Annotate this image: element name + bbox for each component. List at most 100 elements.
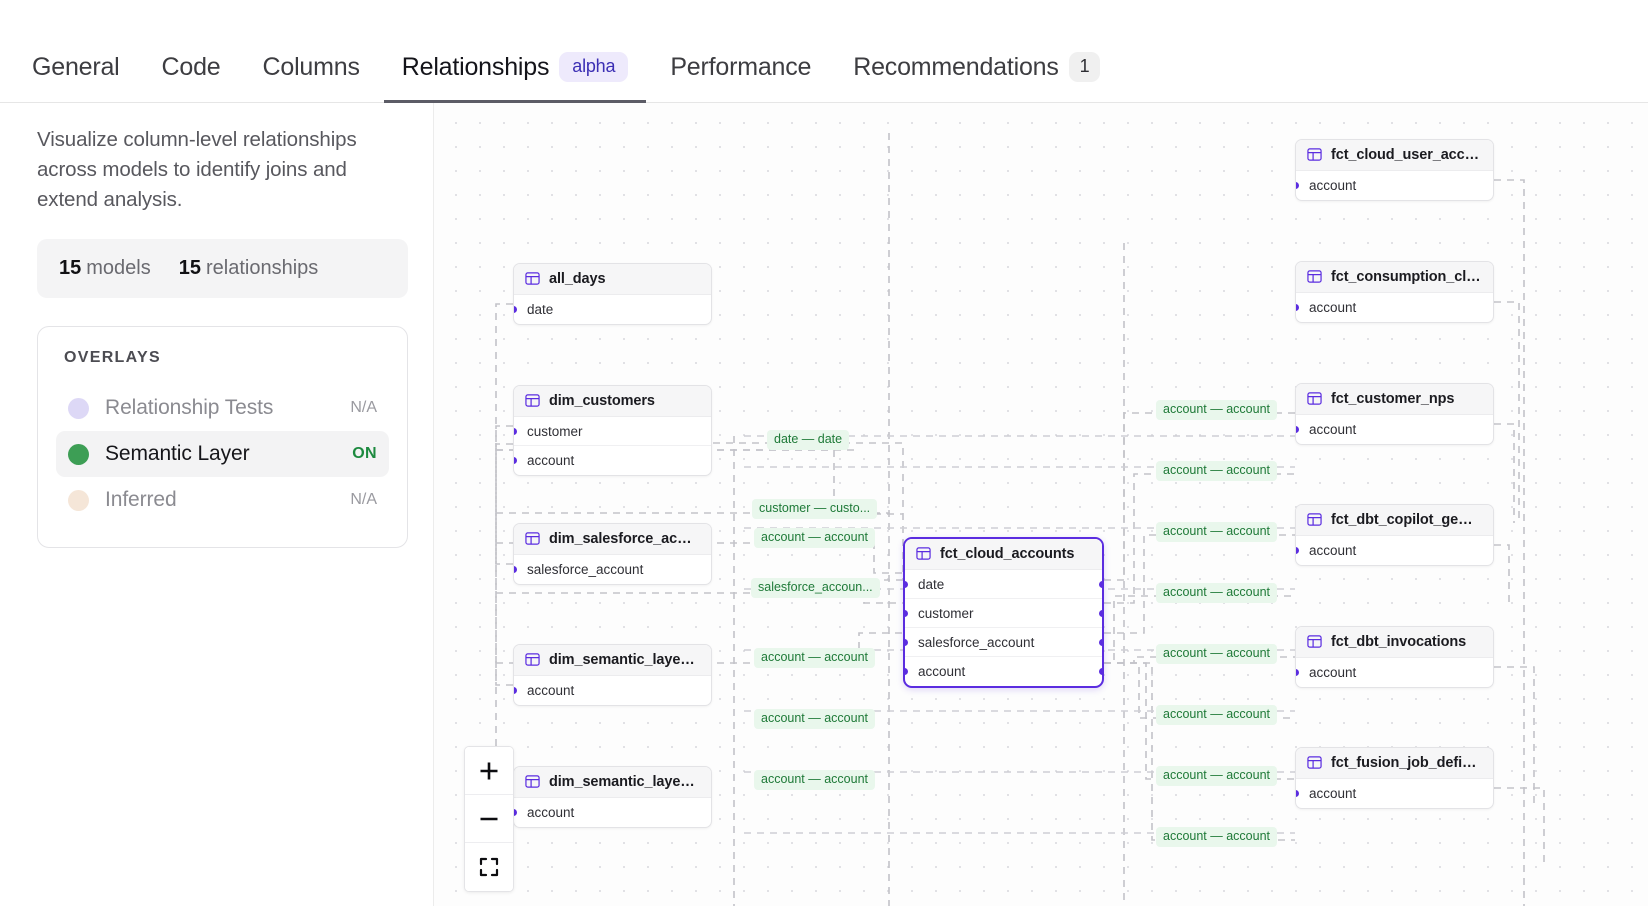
column-handle[interactable] — [905, 639, 908, 646]
overlay-label: Semantic Layer — [105, 442, 250, 466]
column-handle[interactable] — [1296, 547, 1299, 554]
edge-label: account — account — [754, 709, 876, 729]
relationships-count: 15 — [178, 257, 201, 280]
tab-recommendations[interactable]: Recommendations 1 — [835, 52, 1118, 102]
column-handle[interactable] — [514, 306, 517, 313]
node-column[interactable]: account — [514, 446, 711, 475]
column-handle[interactable] — [1296, 669, 1299, 676]
edge-label: account — account — [1156, 400, 1278, 420]
node-header: dim_semantic_layer_configurat... — [514, 645, 711, 676]
node-column[interactable]: account — [1296, 536, 1493, 565]
column-handle[interactable] — [1099, 639, 1102, 646]
column-name: account — [1309, 786, 1357, 801]
overlay-item-semantic-layer[interactable]: Semantic Layer ON — [56, 431, 389, 478]
table-icon — [1307, 392, 1322, 405]
zoom-in-button[interactable] — [465, 747, 513, 795]
edge-label: salesforce_accoun... — [751, 578, 880, 598]
node-column[interactable]: account — [514, 798, 711, 827]
column-handle[interactable] — [905, 581, 908, 588]
alpha-badge: alpha — [559, 52, 629, 82]
table-icon — [1307, 635, 1322, 648]
node-title: fct_customer_nps — [1331, 390, 1455, 407]
overlay-state: N/A — [350, 491, 377, 509]
node-column[interactable]: account — [1296, 658, 1493, 687]
minus-icon — [480, 817, 498, 820]
node-column[interactable]: date — [905, 570, 1102, 599]
node-column[interactable]: account — [905, 657, 1102, 686]
overlay-state: N/A — [350, 399, 377, 417]
node-header: fct_fusion_job_definition_conf... — [1296, 748, 1493, 779]
column-name: salesforce_account — [527, 562, 644, 577]
sidebar: Visualize column-level relationships acr… — [0, 103, 433, 906]
node-header: dim_salesforce_accounts — [514, 524, 711, 555]
zoom-out-button[interactable] — [465, 795, 513, 843]
graph-node-dim-customers[interactable]: dim_customers customer account — [513, 385, 712, 476]
tab-general[interactable]: General — [14, 53, 138, 102]
overlay-item-relationship-tests[interactable]: Relationship Tests N/A — [56, 385, 389, 431]
graph-node-fct-cloud-accounts[interactable]: fct_cloud_accounts date customer salesfo… — [903, 537, 1104, 688]
graph-node-fct-cloud-user-account-activity[interactable]: fct_cloud_user_account_activit... accoun… — [1295, 139, 1494, 201]
graph-node-dim-salesforce-accounts[interactable]: dim_salesforce_accounts salesforce_accou… — [513, 523, 712, 585]
edge-label: account — account — [754, 648, 876, 668]
column-name: date — [918, 577, 945, 592]
node-title: fct_dbt_invocations — [1331, 633, 1467, 650]
graph-node-fct-fusion-job-definition-configurations[interactable]: fct_fusion_job_definition_conf... accoun… — [1295, 747, 1494, 809]
node-title: fct_consumption_cloud_runs — [1331, 268, 1481, 285]
node-column[interactable]: date — [514, 295, 711, 324]
tab-bar: General Code Columns Relationships alpha… — [0, 0, 1648, 103]
overlay-label: Inferred — [105, 488, 177, 512]
column-name: salesforce_account — [918, 635, 1035, 650]
column-handle[interactable] — [905, 668, 908, 675]
recommendations-count-badge: 1 — [1068, 52, 1101, 82]
zoom-controls — [464, 746, 514, 892]
tab-relationships[interactable]: Relationships alpha — [383, 52, 647, 103]
node-column[interactable]: account — [1296, 171, 1493, 200]
graph-node-fct-dbt-copilot-generations[interactable]: fct_dbt_copilot_generations account — [1295, 504, 1494, 566]
tab-label: Relationships — [401, 52, 550, 81]
tab-performance[interactable]: Performance — [652, 53, 829, 102]
column-handle[interactable] — [514, 457, 517, 464]
node-header: all_days — [514, 264, 711, 295]
node-column[interactable]: salesforce_account — [905, 628, 1102, 657]
node-title: fct_cloud_user_account_activit... — [1331, 146, 1481, 163]
column-handle[interactable] — [1296, 304, 1299, 311]
node-title: dim_customers — [549, 392, 655, 409]
column-name: account — [1309, 665, 1357, 680]
column-handle[interactable] — [1296, 426, 1299, 433]
column-handle[interactable] — [514, 428, 517, 435]
column-handle[interactable] — [514, 566, 517, 573]
graph-node-dim-semantic-layer-credentials[interactable]: dim_semantic_layer_credentials account — [513, 766, 712, 828]
column-handle[interactable] — [514, 809, 517, 816]
column-handle[interactable] — [1099, 668, 1102, 675]
overlay-item-inferred[interactable]: Inferred N/A — [56, 477, 389, 523]
graph-node-fct-dbt-invocations[interactable]: fct_dbt_invocations account — [1295, 626, 1494, 688]
node-column[interactable]: account — [1296, 415, 1493, 444]
graph-node-fct-customer-nps[interactable]: fct_customer_nps account — [1295, 383, 1494, 445]
tab-columns[interactable]: Columns — [245, 53, 378, 102]
tab-code[interactable]: Code — [144, 53, 239, 102]
graph-node-dim-semantic-layer-configurations[interactable]: dim_semantic_layer_configurat... account — [513, 644, 712, 706]
fit-view-button[interactable] — [465, 843, 513, 891]
node-column[interactable]: account — [514, 676, 711, 705]
relationship-graph-canvas[interactable]: all_days date dim_customers customer acc… — [433, 103, 1648, 906]
node-column[interactable]: account — [1296, 779, 1493, 808]
graph-node-fct-consumption-cloud-runs[interactable]: fct_consumption_cloud_runs account — [1295, 261, 1494, 323]
column-handle[interactable] — [1099, 610, 1102, 617]
node-column[interactable]: account — [1296, 293, 1493, 322]
column-handle[interactable] — [1099, 581, 1102, 588]
column-handle[interactable] — [905, 610, 908, 617]
expand-icon — [479, 857, 499, 877]
node-column[interactable]: salesforce_account — [514, 555, 711, 584]
column-handle[interactable] — [1296, 182, 1299, 189]
node-column[interactable]: customer — [514, 417, 711, 446]
column-name: account — [527, 805, 575, 820]
graph-node-all-days[interactable]: all_days date — [513, 263, 712, 325]
models-label: models — [86, 257, 151, 280]
node-column[interactable]: customer — [905, 599, 1102, 628]
column-handle[interactable] — [1296, 790, 1299, 797]
column-handle[interactable] — [514, 687, 517, 694]
column-name: account — [527, 683, 575, 698]
table-icon — [525, 394, 540, 407]
tab-label: Performance — [670, 53, 812, 81]
edge-label: account — account — [1156, 766, 1278, 786]
